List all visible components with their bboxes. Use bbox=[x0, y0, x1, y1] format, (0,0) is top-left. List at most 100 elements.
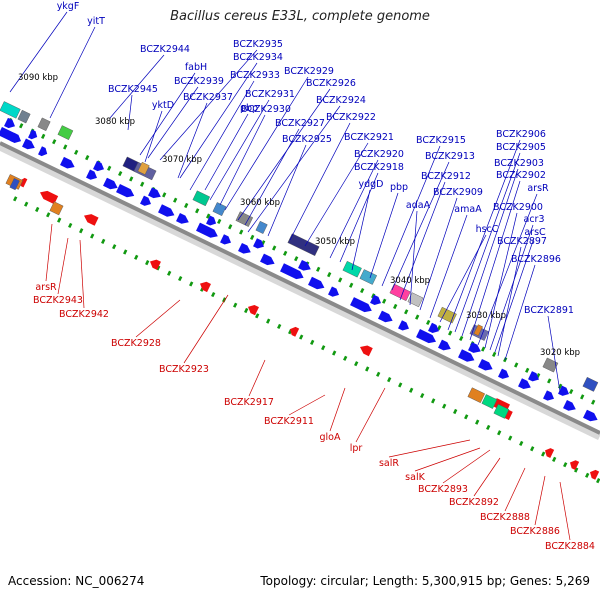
gene-feature-track bbox=[0, 101, 600, 480]
gene-cluster-block bbox=[192, 190, 211, 207]
gene-dot bbox=[90, 233, 95, 239]
gene-dot bbox=[310, 339, 315, 345]
gene-dot bbox=[68, 222, 73, 229]
forward-gene-label: BCZK2905 bbox=[496, 142, 546, 153]
label-leader-line bbox=[289, 122, 351, 241]
gene-labels: ykgFyitTBCZK2944fabHBCZK2945BCZK2939yktD… bbox=[33, 1, 595, 552]
label-leader-line bbox=[135, 299, 181, 338]
gene-dot bbox=[371, 293, 376, 299]
reverse-gene-arrow bbox=[290, 326, 300, 337]
forward-gene-arrow bbox=[4, 117, 16, 129]
gene-dot bbox=[569, 388, 574, 395]
forward-gene-label: BCZK2897 bbox=[497, 236, 547, 247]
gene-dot bbox=[508, 435, 513, 441]
forward-gene-arrow bbox=[38, 146, 48, 157]
label-leader-line bbox=[473, 457, 501, 497]
forward-gene-label: BCZK2906 bbox=[496, 129, 546, 140]
gene-dot bbox=[349, 282, 354, 288]
gene-dot bbox=[277, 323, 282, 330]
gene-dot bbox=[547, 378, 552, 384]
forward-gene-label: BCZK2920 bbox=[354, 149, 404, 160]
gene-dot bbox=[541, 451, 546, 457]
gene-dot bbox=[222, 297, 227, 303]
reverse-gene-arrow bbox=[545, 448, 555, 458]
forward-gene-arrow bbox=[148, 187, 161, 199]
reverse-gene-label: BCZK2892 bbox=[449, 497, 499, 508]
genome-backbone bbox=[0, 141, 600, 435]
gene-dot bbox=[266, 318, 271, 324]
forward-gene-label: BCZK2924 bbox=[316, 95, 366, 106]
reverse-gene-arrow bbox=[84, 214, 99, 226]
label-leader-line bbox=[355, 387, 386, 443]
forward-gene-label: BCZK2913 bbox=[425, 151, 475, 162]
gene-dot bbox=[250, 234, 255, 240]
gene-dot bbox=[552, 456, 557, 462]
forward-gene-label: BCZK2931 bbox=[245, 89, 295, 100]
forward-gene-label: BCZK2909 bbox=[433, 187, 483, 198]
label-leader-line bbox=[388, 439, 471, 458]
forward-gene-arrow bbox=[308, 276, 325, 290]
gene-dot bbox=[464, 414, 469, 420]
label-leader-line bbox=[79, 239, 85, 309]
gene-dot bbox=[404, 309, 409, 315]
gene-dot bbox=[398, 382, 403, 388]
forward-gene-arrow bbox=[478, 358, 493, 371]
gene-dot bbox=[299, 334, 304, 340]
gene-cluster-block bbox=[287, 233, 320, 256]
reverse-gene-arrow bbox=[40, 190, 59, 205]
forward-gene-arrow bbox=[22, 138, 35, 150]
reverse-gene-label: lpr bbox=[350, 443, 363, 454]
label-leader-line bbox=[109, 54, 165, 119]
forward-gene-arrow bbox=[60, 156, 75, 169]
forward-gene-arrow bbox=[206, 215, 217, 226]
gene-dot bbox=[382, 298, 387, 304]
forward-gene-label: hscC bbox=[476, 224, 499, 235]
gene-dot bbox=[525, 367, 530, 373]
label-leader-line bbox=[381, 145, 441, 287]
gene-dot bbox=[327, 272, 332, 278]
forward-gene-arrow bbox=[428, 322, 440, 334]
label-leader-line bbox=[45, 223, 53, 282]
gene-dot bbox=[217, 218, 222, 225]
label-leader-line bbox=[247, 105, 341, 233]
gene-dot bbox=[585, 472, 590, 478]
label-leader-line bbox=[547, 315, 561, 393]
label-leader-line bbox=[183, 294, 229, 364]
forward-gene-label: BCZK2921 bbox=[344, 132, 394, 143]
gene-cluster-block bbox=[0, 101, 21, 119]
forward-gene-arrow bbox=[176, 212, 189, 224]
label-leader-line bbox=[209, 99, 270, 201]
gene-dot bbox=[195, 208, 200, 214]
label-leader-line bbox=[454, 152, 521, 333]
forward-gene-label: ykgF bbox=[57, 1, 80, 12]
gene-dot bbox=[492, 351, 497, 357]
genome-backbone-shadow bbox=[0, 141, 600, 441]
gene-dot bbox=[52, 139, 57, 145]
forward-gene-arrow bbox=[10, 132, 22, 144]
forward-gene-label: yktD bbox=[152, 100, 174, 111]
forward-gene-label: BCZK2934 bbox=[233, 52, 283, 63]
label-leader-line bbox=[447, 139, 521, 331]
gene-dot bbox=[140, 181, 145, 187]
forward-gene-label: amaA bbox=[454, 204, 482, 215]
forward-gene-label: arsR bbox=[527, 183, 549, 194]
gene-dot bbox=[173, 197, 178, 203]
forward-gene-label: BCZK2896 bbox=[511, 254, 561, 265]
genome-title: Bacillus cereus E33L, complete genome bbox=[170, 9, 430, 24]
forward-gene-arrow bbox=[416, 328, 437, 344]
gene-cluster-block bbox=[17, 109, 31, 124]
forward-gene-label: BCZK2903 bbox=[494, 158, 544, 169]
gene-dot bbox=[206, 213, 211, 219]
gene-dot bbox=[145, 260, 150, 266]
reverse-gene-label: BCZK2917 bbox=[224, 397, 274, 408]
kbp-position-label: 3090 kbp bbox=[18, 73, 58, 83]
gene-dot bbox=[178, 276, 183, 282]
label-leader-line bbox=[189, 80, 255, 191]
label-leader-line bbox=[477, 193, 538, 346]
label-leader-line bbox=[484, 212, 518, 349]
label-leader-line bbox=[288, 394, 326, 416]
label-leader-line bbox=[429, 214, 468, 319]
reverse-gene-label: BCZK2884 bbox=[545, 541, 595, 552]
reverse-gene-arrow bbox=[150, 259, 161, 270]
